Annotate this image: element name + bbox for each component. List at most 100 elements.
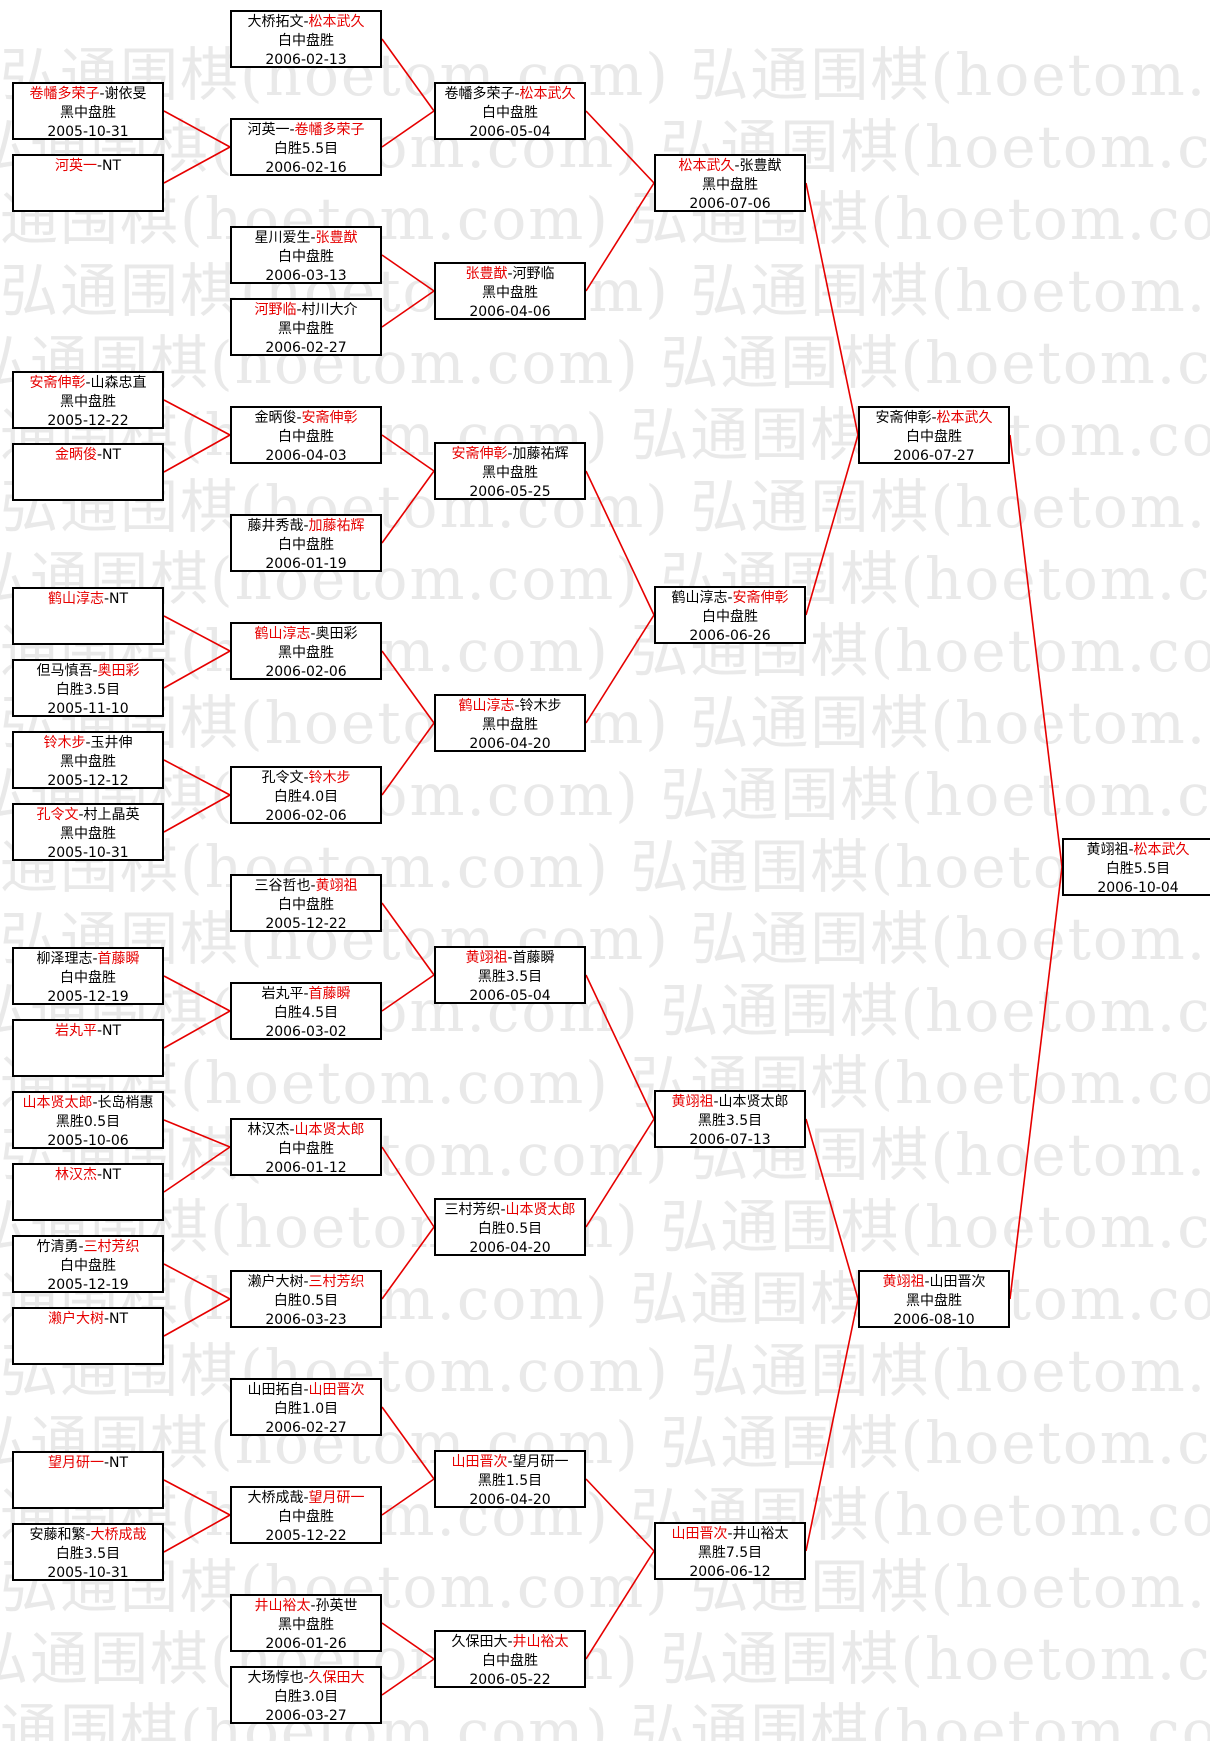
player-separator: -: [727, 590, 733, 606]
match-players: 山田拓自-山田晋次: [232, 1381, 380, 1400]
connector-line: [381, 650, 435, 724]
player-separator: -: [96, 1023, 103, 1039]
winner-name: 铃木步: [308, 770, 351, 786]
match-players: 山田晋次-井山裕太: [656, 1525, 804, 1544]
winner-name: 山田晋次: [451, 1454, 508, 1470]
match-result: 白胜0.5目: [273, 1293, 339, 1309]
winner-name: 岩丸平: [54, 1023, 97, 1039]
match-result: 白中盘胜: [278, 429, 334, 445]
player-separator: -: [727, 1526, 733, 1542]
player-name: 竹清勇: [36, 1239, 79, 1255]
match-players: 张豊猷-河野临: [436, 265, 584, 284]
player-name: 张豊猷: [739, 158, 782, 174]
match-date: 2005-10-06: [47, 1133, 129, 1149]
match-result: 黑中盘胜: [906, 1293, 962, 1309]
match-players: 黄翊祖-山田晋次: [860, 1273, 1008, 1292]
match-date: 2006-01-12: [265, 1160, 347, 1176]
connector-line: [381, 1478, 435, 1516]
match-result: 白胜5.5目: [1105, 861, 1171, 877]
player-separator: -: [507, 1454, 513, 1470]
winner-name: 卷幡多荣子: [29, 86, 100, 102]
match-result: 黑中盘胜: [482, 465, 538, 481]
winner-name: 鹤山淳志: [254, 626, 311, 642]
player-name: 藤井秀哉: [247, 518, 304, 534]
connector-line: [585, 470, 655, 616]
match-date: 2005-10-31: [47, 124, 129, 140]
player-name: 河英一: [247, 122, 290, 138]
match-players: 黄翊祖-松本武久: [1064, 841, 1210, 860]
connector-line: [585, 182, 655, 292]
match-result: 黑中盘胜: [702, 177, 758, 193]
connector-line: [805, 182, 859, 436]
winner-name: 山田晋次: [671, 1526, 728, 1542]
match-date: 2006-02-06: [265, 808, 347, 824]
connector-line: [585, 1478, 655, 1552]
match-result: 黑中盘胜: [278, 645, 334, 661]
match-result: 白中盘胜: [482, 1653, 538, 1669]
match-players: 鹤山淳志-奥田彩: [232, 625, 380, 644]
player-name: NT: [109, 1455, 129, 1471]
winner-name: 松本武久: [308, 14, 365, 30]
winner-name: 张豊猷: [315, 230, 358, 246]
match-result: 黑中盘胜: [60, 826, 116, 842]
player-name: 首藤瞬: [512, 950, 555, 966]
match-players: 但马慎吾-奥田彩: [14, 662, 162, 681]
player-separator: -: [303, 986, 309, 1002]
player-name: NT: [102, 158, 122, 174]
player-separator: -: [303, 1274, 309, 1290]
match-date: 2005-11-10: [47, 701, 129, 717]
match-players: 岩丸平-首藤瞬: [232, 985, 380, 1004]
player-name: 濑户大树: [247, 1274, 304, 1290]
winner-name: 加藤祐辉: [308, 518, 365, 534]
connector-line: [381, 254, 435, 292]
connector-line: [585, 614, 655, 724]
player-name: 玉井伸: [90, 735, 133, 751]
player-name: 金昞俊: [254, 410, 297, 426]
player-separator: -: [96, 158, 103, 174]
match-result: 黑胜3.5目: [477, 969, 543, 985]
player-name: 大桥成哉: [247, 1490, 304, 1506]
player-separator: -: [96, 447, 103, 463]
match-players: 黄翊祖-首藤瞬: [436, 949, 584, 968]
winner-name: 河英一: [54, 158, 97, 174]
winner-name: 松本武久: [678, 158, 735, 174]
player-name: 奥田彩: [315, 626, 358, 642]
connector-line: [163, 1298, 231, 1337]
winner-name: 山本贤太郎: [505, 1202, 576, 1218]
player-separator: -: [713, 1094, 719, 1110]
match-players: 安藤和繁-大桥成哉: [14, 1526, 162, 1545]
player-separator: -: [310, 230, 316, 246]
winner-name: 黄翊祖: [671, 1094, 714, 1110]
connector-line: [163, 1514, 231, 1553]
winner-name: 濑户大树: [47, 1311, 104, 1327]
connector-line: [163, 434, 231, 473]
connector-line: [381, 1622, 435, 1660]
match-date: 2006-04-06: [469, 304, 551, 320]
connector-line: [381, 902, 435, 976]
match-result: 黑中盘胜: [278, 1617, 334, 1633]
match-result: 黑中盘胜: [482, 717, 538, 733]
player-separator: -: [103, 591, 110, 607]
player-name: 久保田大: [451, 1634, 508, 1650]
player-name: 三村芳织: [444, 1202, 501, 1218]
match-date: 2005-10-31: [47, 1565, 129, 1581]
player-name: 大桥拓文: [247, 14, 304, 30]
connector-line: [163, 650, 231, 689]
winner-name: 大桥成哉: [90, 1527, 147, 1543]
player-name: NT: [102, 1167, 122, 1183]
match-players: 藤井秀哉-加藤祐辉: [232, 517, 380, 536]
